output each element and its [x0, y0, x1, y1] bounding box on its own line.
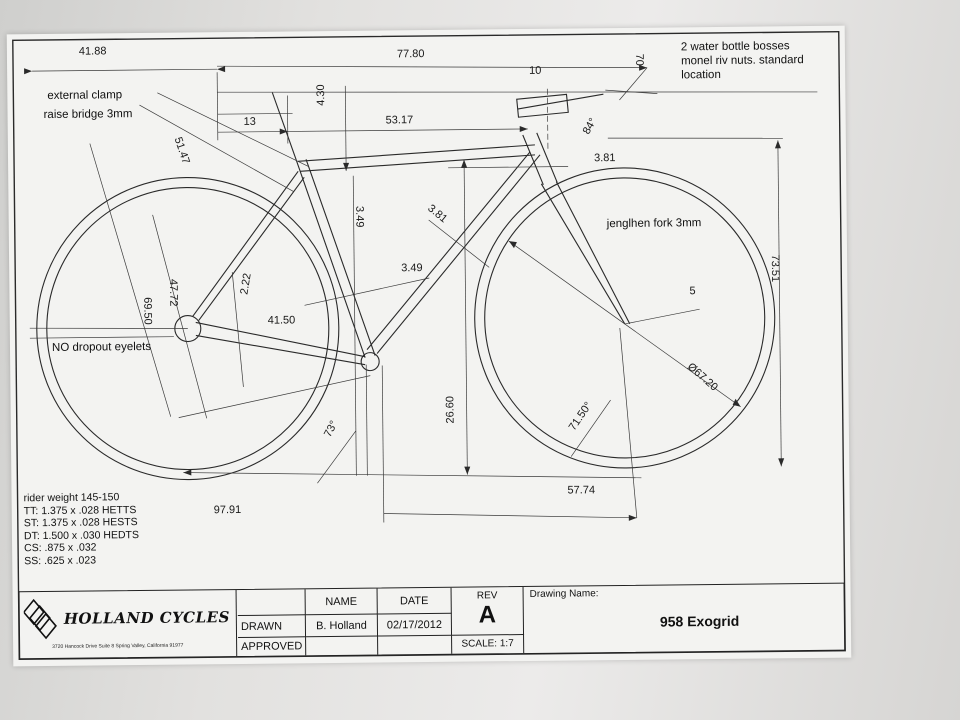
tb-drawing-name: 958 Exogrid [659, 612, 740, 630]
dim-3-81-a: 3.81 [593, 152, 616, 165]
spec-rider-weight: rider weight 145-150 [23, 491, 120, 505]
note-dropout-eyelets: NO dropout eyelets [51, 340, 152, 354]
dim-5: 5 [689, 285, 696, 298]
tb-drawn-date: 02/17/2012 [377, 613, 453, 637]
dim-26-60: 26.60 [444, 395, 457, 424]
tb-approved-date [378, 635, 453, 655]
note-fork: jenglhen fork 3mm [606, 217, 702, 231]
tb-rev-cell: REV A [451, 587, 525, 636]
tb-approved-name [306, 636, 379, 656]
tb-scale: SCALE: 1:7 [452, 635, 525, 654]
tb-rev-value: A [478, 601, 497, 629]
dim-41-50: 41.50 [267, 314, 296, 327]
dim-10: 10 [529, 64, 542, 77]
tb-drawn-by: B. Holland [305, 614, 379, 638]
note-raise-bridge: raise bridge 3mm [43, 108, 133, 122]
tube-spec-list: rider weight 145-150 TT: 1.375 x .028 HE… [24, 491, 140, 568]
dim-4-30: 4.30 [314, 84, 328, 106]
tb-col-date: DATE [377, 587, 452, 615]
spec-seatstay: SS: .625 x .023 [24, 554, 97, 568]
holland-logo-icon [23, 598, 57, 640]
dim-41-88: 41.88 [78, 45, 107, 58]
drawing-sheet: 41.88 77.80 10 70 4.30 13 53.17 84° 3.81… [6, 25, 852, 667]
note-bosses-line1: 2 water bottle bosses [680, 40, 790, 54]
dim-3-49-a: 3.49 [353, 205, 366, 228]
note-bosses-line3: location [681, 68, 721, 82]
frame-drawing [12, 30, 846, 661]
tb-col-name: NAME [305, 588, 378, 616]
dim-3-49-b: 3.49 [401, 262, 423, 275]
rear-wheel-inner [46, 186, 330, 471]
company-address: 3720 Hancock Drive Suite 8 Spring Valley… [52, 642, 184, 650]
dim-69-50: 69.50 [141, 297, 154, 325]
dim-70: 70 [633, 53, 646, 66]
rear-wheel-outer [36, 176, 340, 481]
bottom-bracket [360, 352, 380, 372]
dim-97-91: 97.91 [213, 503, 242, 517]
dim-53-17: 53.17 [385, 114, 414, 127]
spec-top-tube: TT: 1.375 x .028 HETTS [23, 503, 137, 517]
front-wheel-outer [474, 167, 776, 469]
note-external-clamp: external clamp [47, 89, 123, 102]
tb-drawing-name-label: Drawing Name: [529, 588, 599, 600]
dim-13: 13 [243, 115, 256, 128]
dim-73-51: 73.51 [768, 254, 782, 283]
dim-57-74: 57.74 [567, 484, 596, 497]
title-block: HOLLAND CYCLES 3720 Hancock Drive Suite … [18, 582, 846, 660]
spec-down-tube: DT: 1.500 x .030 HEDTS [23, 528, 139, 543]
tb-empty-header [237, 589, 306, 617]
front-wheel-inner [484, 177, 766, 459]
note-bosses-line2: monel riv nuts. standard [680, 54, 804, 68]
company-name: HOLLAND CYCLES [63, 608, 230, 628]
tb-approved-label: APPROVED [238, 637, 307, 657]
spec-seat-tube: ST: 1.375 x .028 HESTS [23, 516, 138, 530]
tb-col-rev: REV [476, 590, 498, 602]
dim-47-72: 47.72 [167, 278, 180, 307]
sheet-border [12, 30, 846, 661]
tb-drawn-label: DRAWN [237, 615, 307, 639]
dim-77-80: 77.80 [396, 48, 425, 61]
spec-chainstay: CS: .875 x .032 [24, 541, 97, 555]
